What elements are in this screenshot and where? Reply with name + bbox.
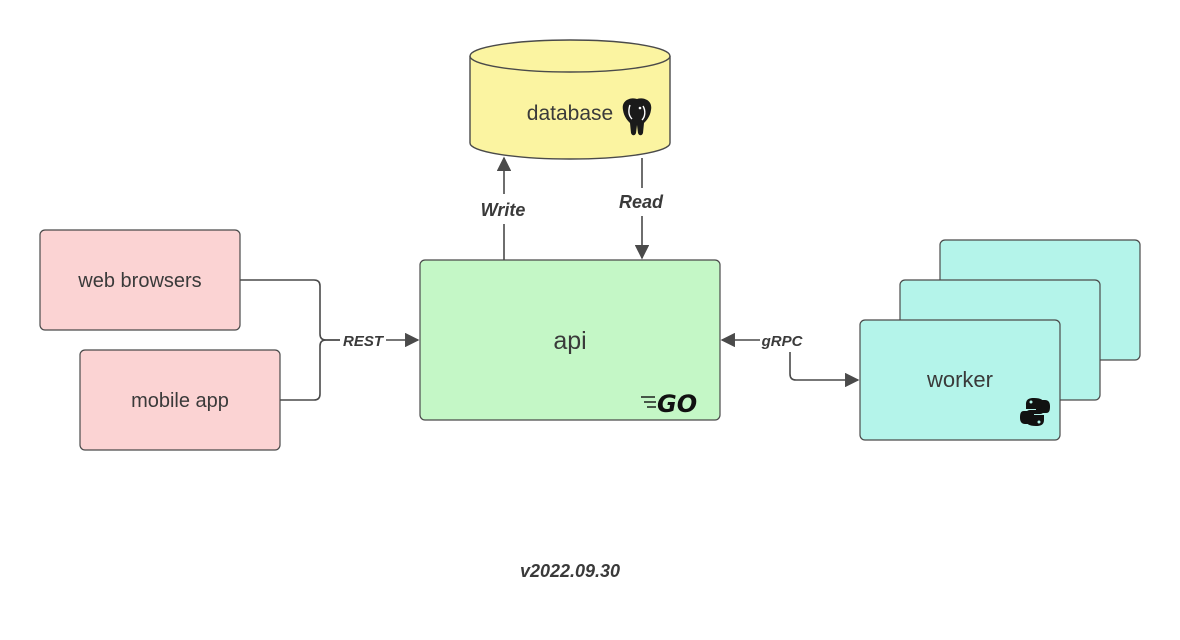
write-label: Write bbox=[481, 200, 526, 220]
connectors bbox=[240, 156, 860, 401]
postgresql-elephant-icon bbox=[622, 98, 652, 136]
worker-label: worker bbox=[926, 367, 993, 392]
node-database: database bbox=[469, 39, 671, 160]
node-mobile-app: mobile app bbox=[79, 349, 281, 451]
rest-label: REST bbox=[343, 333, 385, 350]
python-logo-icon bbox=[1020, 398, 1050, 426]
edge-mobile-app-to-api bbox=[280, 339, 340, 401]
read-label: Read bbox=[619, 192, 664, 212]
api-label: api bbox=[553, 327, 586, 355]
go-logo-icon: GO bbox=[641, 390, 697, 418]
worker-box-front bbox=[859, 319, 1061, 441]
grpc-label: gRPC bbox=[761, 333, 804, 350]
database-body bbox=[469, 56, 671, 160]
mobile-app-box bbox=[79, 349, 281, 451]
node-api: api GO bbox=[419, 259, 721, 421]
mobile-app-label: mobile app bbox=[131, 390, 229, 412]
go-logo-text: GO bbox=[657, 390, 697, 418]
node-web-browsers: web browsers bbox=[39, 229, 241, 331]
edge-api-to-worker bbox=[789, 352, 860, 388]
database-label: database bbox=[527, 102, 613, 125]
version-label: v2022.09.30 bbox=[520, 561, 620, 581]
web-browsers-box bbox=[39, 229, 241, 331]
database-top bbox=[469, 39, 671, 73]
api-box bbox=[419, 259, 721, 421]
node-worker: worker bbox=[859, 239, 1141, 441]
web-browsers-label: web browsers bbox=[77, 270, 201, 292]
edge-web-browsers-to-api bbox=[240, 279, 340, 341]
